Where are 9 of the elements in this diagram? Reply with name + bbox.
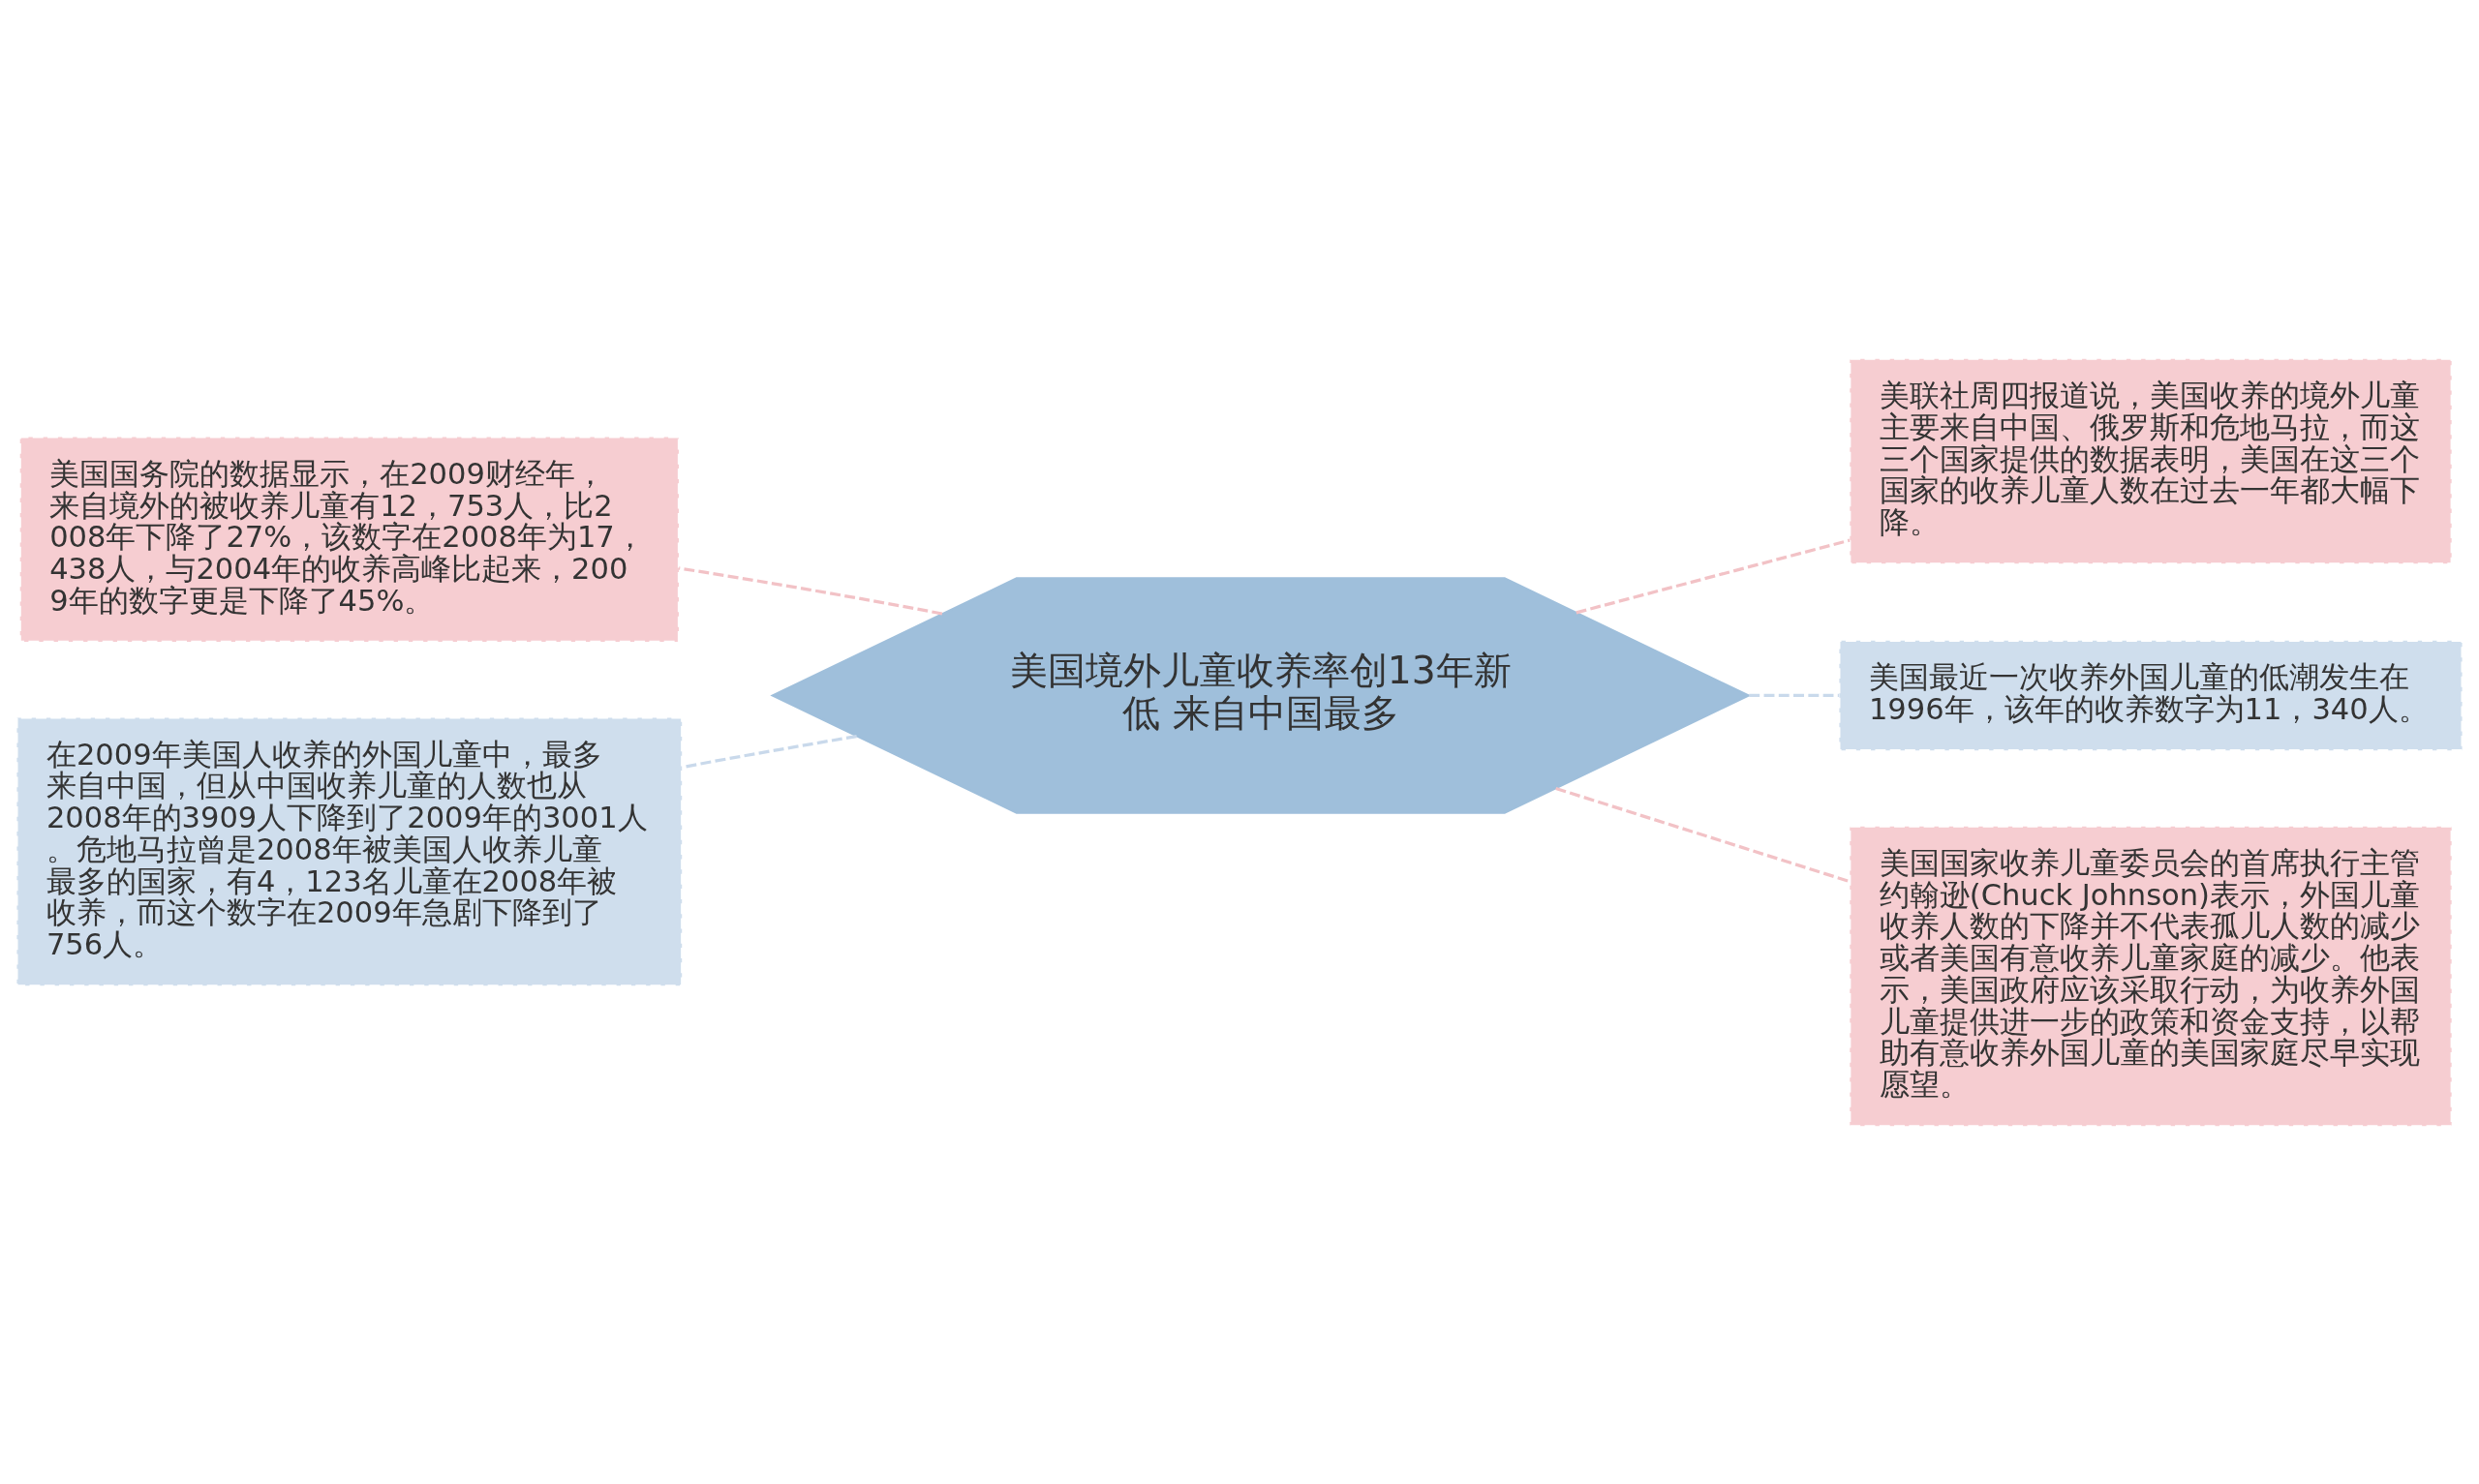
node-box: 美国国家收养儿童委员会的首席执行主管约翰逊(Chuck Johnson)表示，外国儿童收养人数的下降并不代表孤儿人数的减少或者美国有意收养儿童家庭的减少。他表示，美国政府应该采取行动，为收养外国儿童提供进一步的政策和资金支持，以帮助有意收养外国儿童的美国家庭尽早实现愿望。 xyxy=(1849,825,2453,1127)
connector xyxy=(678,565,943,616)
connector xyxy=(1749,693,1839,697)
node-box: 美国最近一次收养外国儿童的低潮发生在1996年，该年的收养数字为11，340人。 xyxy=(1838,639,2464,751)
node-box: 在2009年美国人收养的外国儿童中，最多来自中国，但从中国收养儿童的人数也从2008年的3909人下降到了2009年的3001人。危地马拉曾是2008年被美国人收养儿童最多的国家，有4，123名儿童在2008年被收养，而这个数字在2009年急剧下降到了756人。 xyxy=(15,715,684,986)
connector xyxy=(1555,786,1851,883)
node-box: 美国国务院的数据显示，在2009财经年，来自境外的被收养儿童有12，753人，比2008年下降了27%，该数字在2008年为17，438人，与2004年的收养高峰比起来，2009年的数字更是下降了45%。 xyxy=(18,435,681,643)
node-box: 美联社周四报道说，美国收养的境外儿童主要来自中国、俄罗斯和危地马拉，而这三个国家提供的数据表明，美国在这三个国家的收养儿童人数在过去一年都大幅下降。 xyxy=(1849,357,2453,564)
connector xyxy=(1576,538,1851,614)
